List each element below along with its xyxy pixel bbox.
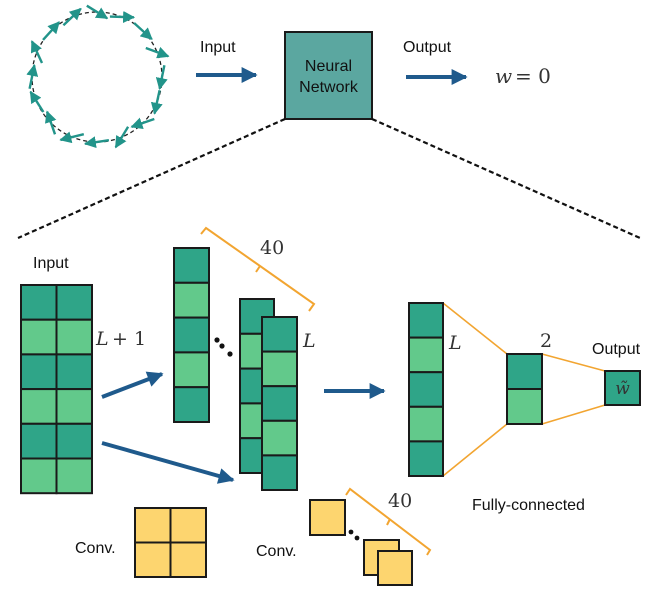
column-cell [261,350,298,388]
column-cell [173,316,210,354]
input-grid [20,284,93,495]
conv-output-length-label: L [302,330,316,352]
spin-ring [26,4,170,149]
input-cell [55,388,93,425]
fc-input-column [408,302,444,477]
conv-channels-count-label: 40 [388,490,412,512]
column-cell [408,302,444,339]
column-cell [261,385,298,422]
spin-vector-arrow-icon [59,131,85,144]
conv-filter-cell [134,541,172,578]
top-output-label: Output [403,39,452,56]
conv-filter-cell [169,507,207,544]
input-cell [55,422,93,460]
spin-vector-arrow-icon [29,90,45,113]
channels-count-label: 40 [260,237,284,259]
input-cell [55,284,93,321]
output-symbol: w̃ [615,379,630,399]
spin-vector-arrow-icon [130,117,155,130]
arrow-to-conv-output [101,371,164,399]
spin-vector-arrow-icon [145,46,170,59]
spin-vector-arrow-icon [133,22,153,40]
column-cell [261,316,298,353]
detail-output-label: Output [592,341,641,358]
spin-vector-arrow-icon [44,110,57,135]
column-cell [173,247,210,284]
spin-vector-arrow-icon [30,40,44,64]
spin-vector-arrow-icon [26,64,39,90]
spin-vector-arrow-icon [155,64,168,90]
column-cell [261,454,298,491]
zoom-line-left [17,117,286,240]
column-cell [506,388,543,425]
ring-vectors [26,4,170,149]
conv-label-filter: Conv. [75,540,116,557]
column-cell [408,336,444,374]
top-input-label: Input [200,39,236,56]
input-cell [20,388,58,425]
input-cell [20,353,58,391]
fc-connections [442,302,606,477]
channels-bracket [200,226,316,312]
result-equals-zero: = 0 [515,64,551,88]
hidden-layer-column [506,353,543,425]
spin-vector-arrow-icon [42,21,60,41]
spin-vector-arrow-icon [62,7,82,27]
spin-vector-arrow-icon [109,10,136,23]
nn-label-line1: Neural [305,58,352,75]
input-cell [55,318,93,356]
spin-vector-arrow-icon [114,126,130,149]
fully-connected-label: Fully-connected [472,497,585,514]
conv-label-channels: Conv. [256,543,297,560]
input-cell [20,457,58,495]
conv-channels-bracket [345,487,432,556]
column-cell [173,351,210,389]
input-rows-var: L [95,328,109,350]
spin-vector-arrow-icon [150,89,163,115]
column-cell [173,386,210,424]
input-cell [55,353,93,391]
conv-channel-square [309,499,346,536]
column-cell [408,405,444,443]
conv-filter-cell [169,541,207,578]
result-variable: w [495,64,512,88]
input-rows-plus-one: + 1 [112,328,146,350]
arrow-to-conv-filters [101,441,235,484]
column-cell [408,371,444,408]
spin-vector-arrow-icon [83,136,110,149]
conv-output-column-front [261,316,298,491]
neural-network-box: Neural Network [284,31,373,120]
conv-filter-cell [134,507,172,544]
spin-vector-arrow-icon [86,4,109,20]
conv-filter-2x2 [134,507,207,578]
column-cell [506,353,543,390]
zoom-line-right [371,117,641,240]
output-node: w̃ [604,370,641,406]
column-cell [261,419,298,457]
column-cell [408,440,444,477]
hidden-size-label: 2 [540,330,552,352]
column-cell [173,281,210,319]
result-formula: w = 0 [495,64,551,88]
conv-output-column-first [173,247,210,424]
detail-input-label: Input [33,255,69,272]
input-cell [20,422,58,460]
conv-channel-square [377,550,413,586]
ellipsis-dots [214,337,233,357]
fc-length-label: L [448,332,462,354]
conv-channel-stack [309,499,413,586]
input-rows-label: L + 1 [95,328,146,350]
nn-label-line2: Network [299,79,359,96]
input-cell [20,284,58,321]
input-cell [55,457,93,495]
input-cell [20,318,58,356]
